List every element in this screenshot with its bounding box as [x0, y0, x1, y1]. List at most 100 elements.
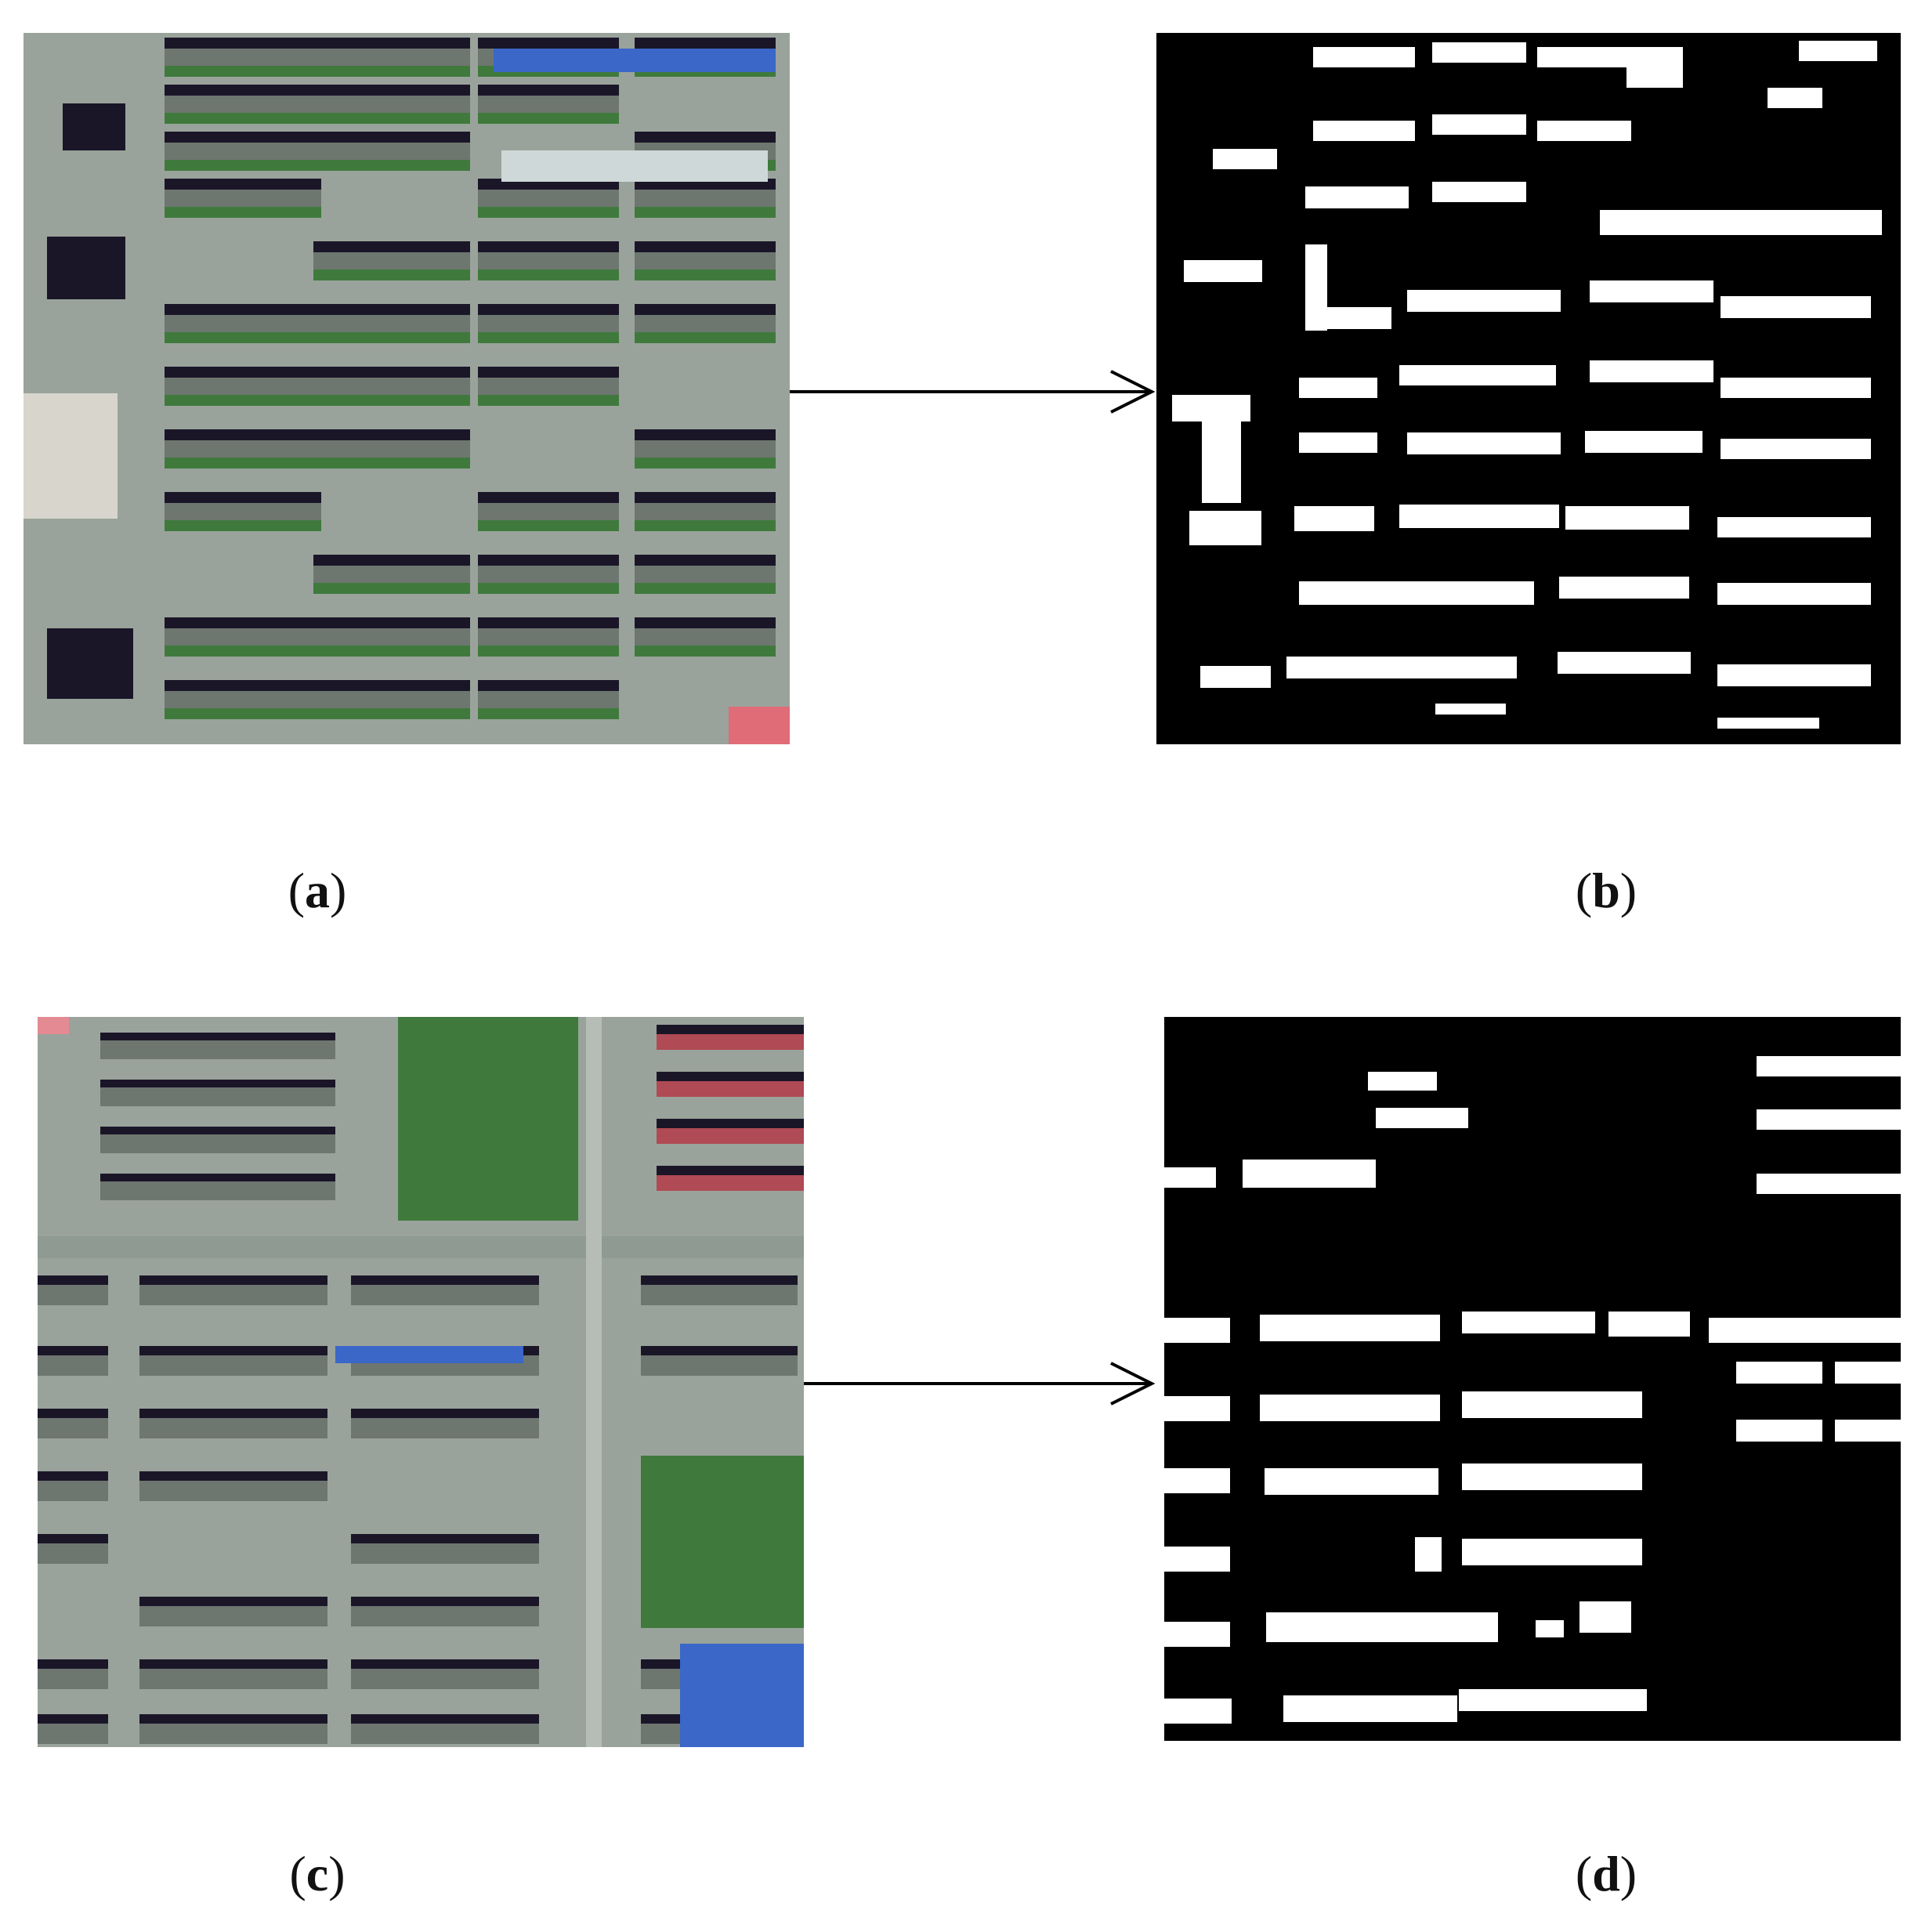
- mask-building: [1286, 657, 1517, 678]
- building-roof: [313, 378, 470, 395]
- building-roof: [313, 566, 470, 583]
- building-shadow: [139, 1597, 327, 1606]
- building-shadow: [139, 1659, 327, 1669]
- building-roof: [139, 1669, 327, 1689]
- blue-roof: [494, 49, 776, 72]
- mask-building: [1200, 666, 1271, 688]
- building-shadow: [478, 680, 619, 691]
- building-shadow: [478, 555, 619, 566]
- building-shadow: [139, 1275, 327, 1285]
- building-roof: [313, 96, 470, 113]
- building-roof: [313, 315, 470, 332]
- mask-building: [1164, 1396, 1230, 1421]
- mask-building: [1368, 1072, 1437, 1091]
- building-roof: [165, 691, 321, 708]
- mask-building: [1407, 432, 1561, 454]
- tree-row: [165, 113, 321, 124]
- building-shadow: [635, 132, 776, 143]
- tree-row: [165, 160, 321, 171]
- building-shadow: [657, 1119, 804, 1128]
- building-roof: [478, 96, 619, 113]
- tree-row: [165, 458, 321, 469]
- tree-row: [313, 113, 470, 124]
- building-roof: [139, 1355, 327, 1376]
- building-mask-d: [1164, 1017, 1901, 1741]
- mask-building: [1736, 1420, 1822, 1442]
- mask-building: [1565, 506, 1689, 530]
- building-roof: [139, 1724, 327, 1744]
- aerial-image-a: [24, 33, 790, 744]
- mask-building: [1757, 1056, 1901, 1076]
- mask-building: [1459, 1689, 1647, 1711]
- mask-building: [1608, 1312, 1690, 1337]
- building-roof: [351, 1543, 539, 1564]
- mask-building: [1721, 378, 1871, 398]
- mask-building: [1462, 1312, 1595, 1333]
- tree-row: [165, 520, 321, 531]
- mask-building: [1435, 704, 1506, 715]
- tree-row: [635, 332, 776, 343]
- main-road: [38, 1236, 804, 1258]
- building-roof: [657, 1128, 804, 1144]
- mask-building: [1579, 1601, 1631, 1633]
- building-roof: [729, 707, 790, 744]
- building-shadow: [641, 1275, 798, 1285]
- building-roof: [635, 628, 776, 646]
- building-shadow: [313, 429, 470, 440]
- caption-b: (b): [1575, 863, 1637, 918]
- building-shadow: [63, 103, 125, 150]
- tree-row: [478, 207, 619, 218]
- mask-building: [1399, 505, 1559, 528]
- tree-row: [478, 332, 619, 343]
- building-roof: [313, 691, 470, 708]
- mask-building: [1299, 432, 1377, 453]
- mask-building: [1202, 409, 1241, 503]
- building-roof: [165, 190, 321, 207]
- building-shadow: [313, 38, 470, 49]
- tree-row: [478, 520, 619, 531]
- building-shadow: [100, 1174, 335, 1181]
- mask-building: [1600, 210, 1882, 235]
- blue-roof: [680, 1644, 804, 1747]
- mask-building: [1266, 1612, 1498, 1642]
- tree-row: [313, 332, 470, 343]
- tree-row: [165, 395, 321, 406]
- building-roof: [351, 1606, 539, 1626]
- building-shadow: [165, 367, 321, 378]
- mask-building: [1260, 1395, 1440, 1421]
- mask-building: [1432, 114, 1526, 135]
- mask-building: [1537, 121, 1631, 141]
- building-roof: [635, 190, 776, 207]
- tree-row: [165, 708, 321, 719]
- building-shadow: [313, 304, 470, 315]
- building-shadow: [351, 1714, 539, 1724]
- building-shadow: [635, 429, 776, 440]
- tree-row: [313, 160, 470, 171]
- building-roof: [478, 503, 619, 520]
- building-roof: [641, 1285, 798, 1305]
- building-shadow: [139, 1714, 327, 1724]
- building-shadow: [165, 132, 321, 143]
- mask-building: [1265, 1468, 1438, 1495]
- building-roof: [139, 1606, 327, 1626]
- building-shadow: [351, 1275, 539, 1285]
- building-roof: [635, 252, 776, 270]
- building-shadow: [165, 85, 321, 96]
- building-shadow: [635, 241, 776, 252]
- mask-building: [1835, 1362, 1901, 1384]
- building-roof: [139, 1481, 327, 1501]
- mask-building: [1721, 439, 1871, 459]
- mask-building: [1305, 186, 1409, 208]
- mask-building: [1415, 1537, 1442, 1572]
- building-shadow: [657, 1025, 804, 1034]
- building-shadow: [478, 367, 619, 378]
- building-shadow: [641, 1346, 798, 1355]
- mask-building: [1164, 1699, 1232, 1724]
- building-roof: [635, 566, 776, 583]
- mask-building: [1299, 378, 1377, 398]
- mask-building: [1432, 182, 1526, 202]
- building-shadow: [478, 241, 619, 252]
- building-roof: [165, 378, 321, 395]
- building-roof: [165, 440, 321, 458]
- building-shadow: [100, 1080, 335, 1087]
